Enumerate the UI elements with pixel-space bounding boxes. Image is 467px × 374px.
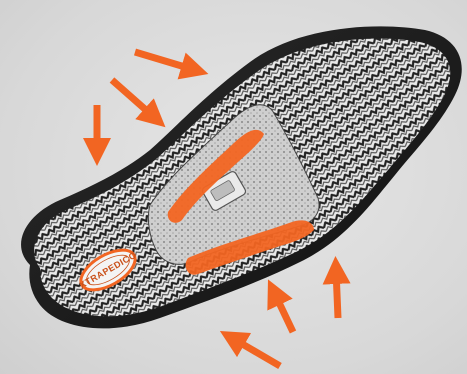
arrow-icon xyxy=(336,270,338,318)
arrow-icon xyxy=(274,292,293,332)
arrow-icon xyxy=(232,338,280,366)
arrow-icon xyxy=(135,52,195,70)
arrow-icon xyxy=(112,80,155,118)
